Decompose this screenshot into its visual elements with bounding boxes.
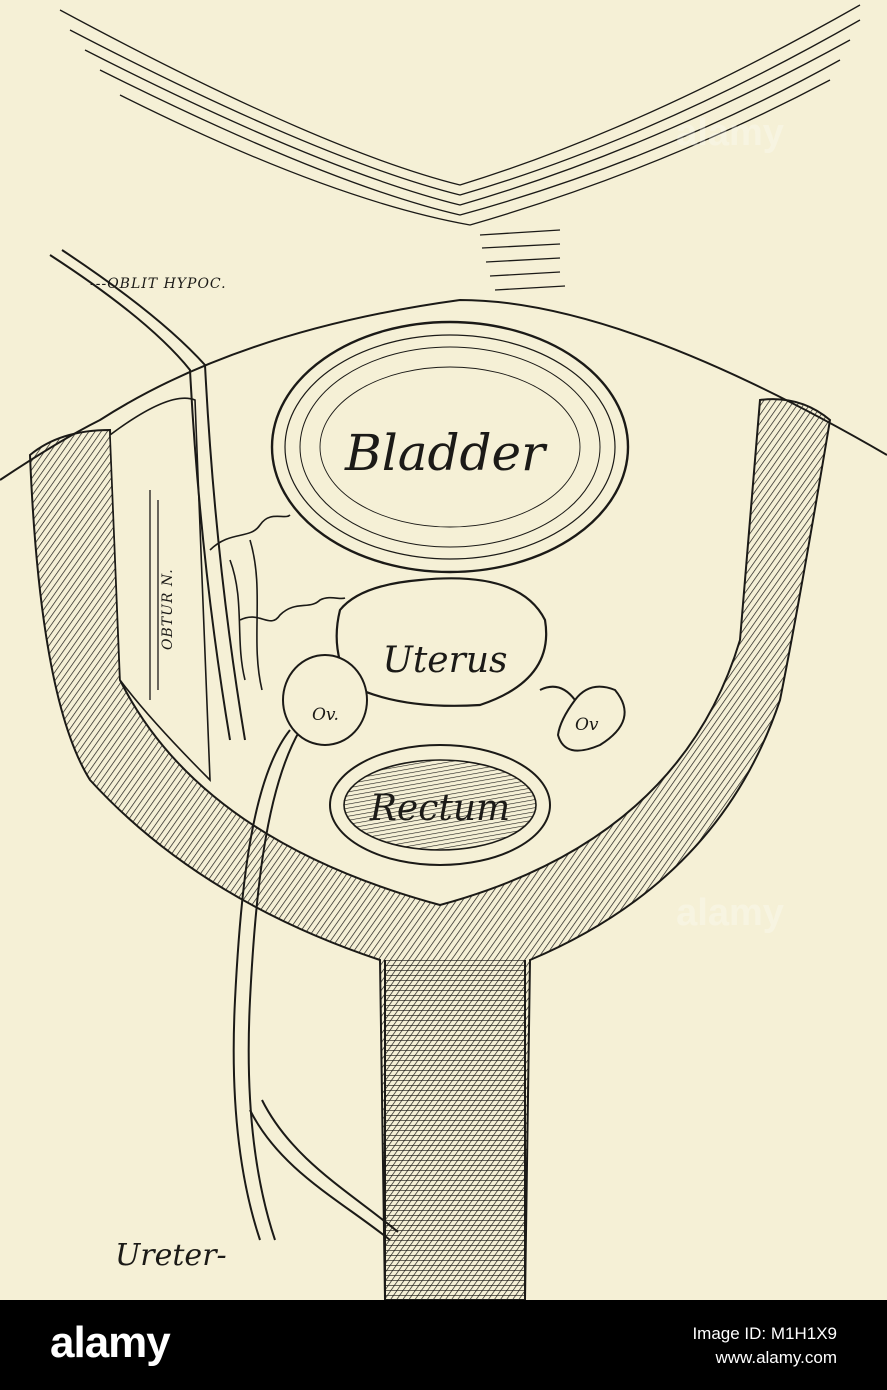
oblit-hypoc-label: ---OBLIT HYPOC. <box>90 276 227 292</box>
uterus-label: Uterus <box>383 640 508 681</box>
uterine-vessels <box>209 514 346 691</box>
ovary-right <box>539 685 626 752</box>
anatomical-illustration: Bladder Uterus Ov. Ov Rectum ---OBLIT HY… <box>0 4 887 1300</box>
ureter <box>232 729 291 1241</box>
abdominal-wall <box>59 4 861 291</box>
watermark: alamy <box>676 892 784 934</box>
image-id-block: Image ID: M1H1X9 www.alamy.com <box>692 1322 837 1370</box>
alamy-logo: alamy <box>50 1318 171 1367</box>
rectum <box>329 744 551 866</box>
ureter-label: Ureter- <box>115 1238 227 1273</box>
peritoneum-outline <box>0 298 887 481</box>
ovary-right-label: Ov <box>575 715 599 735</box>
stock-footer: alamy Image ID: M1H1X9 www.alamy.com <box>0 1300 887 1390</box>
image-id: Image ID: M1H1X9 <box>692 1324 837 1343</box>
pelvis-diagram: Bladder Uterus Ov. Ov Rectum ---OBLIT HY… <box>0 4 887 1300</box>
ovary-left <box>282 654 368 746</box>
obturator-region <box>109 397 211 783</box>
bladder-label: Bladder <box>344 424 548 482</box>
obliterated-hypogastric <box>49 254 231 741</box>
watermark: alamy <box>676 112 784 154</box>
obtur-n-label: OBTUR N. <box>160 568 176 650</box>
bladder <box>270 320 630 574</box>
ovary-left-label: Ov. <box>312 705 339 725</box>
rectum-label: Rectum <box>369 788 510 829</box>
site-url: www.alamy.com <box>715 1348 837 1367</box>
